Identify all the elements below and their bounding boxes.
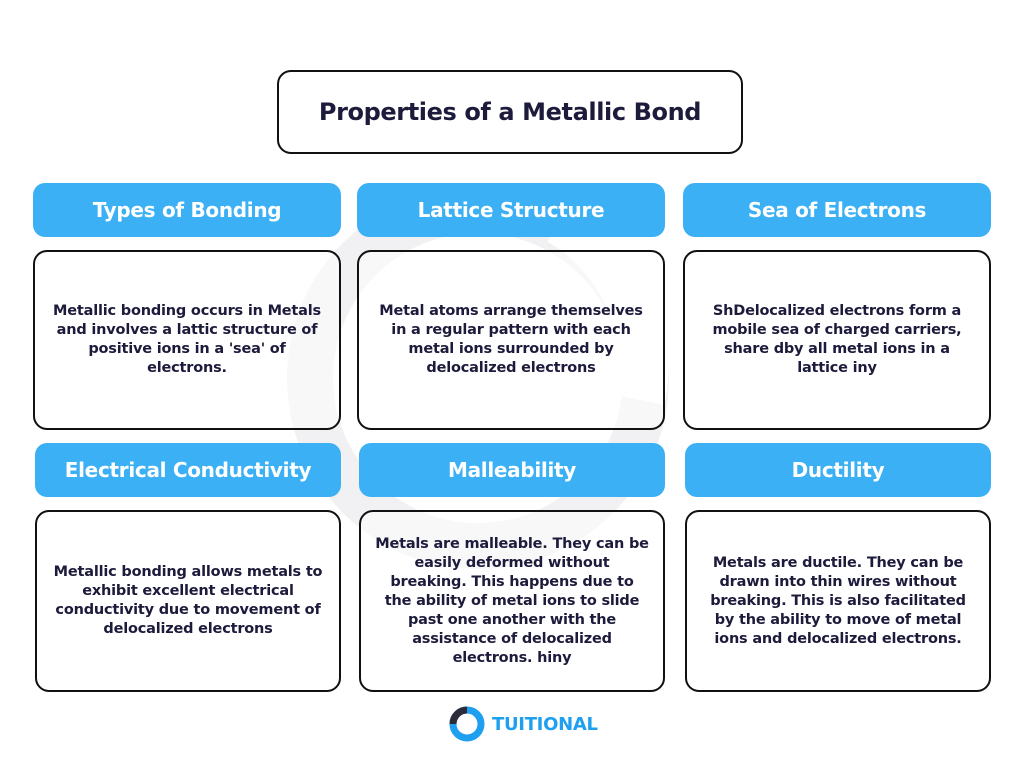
card-lattice-structure: Metal atoms arrange themselves in a regu… xyxy=(357,250,665,430)
header-label: Malleability xyxy=(447,458,577,482)
header-ductility: Ductility xyxy=(685,443,991,497)
card-body: Metals are ductile. They can be drawn in… xyxy=(710,554,966,647)
header-electrical-conductivity: Electrical Conductivity xyxy=(35,443,341,497)
card-ductility: Metals are ductile. They can be drawn in… xyxy=(685,510,991,692)
header-label: Sea of Electrons xyxy=(747,198,927,222)
header-malleability: Malleability xyxy=(359,443,665,497)
card-body: Metal atoms arrange themselves in a regu… xyxy=(379,303,643,376)
card-body: ShDelocalized electrons form a mobile se… xyxy=(712,303,962,376)
title-box: Properties of a Metallic Bond xyxy=(277,70,743,154)
header-sea-of-electrons: Sea of Electrons xyxy=(683,183,991,237)
logo-text: TUITIONAL xyxy=(492,713,598,735)
card-types-of-bonding: Metallic bonding occurs in Metals and in… xyxy=(33,250,341,430)
card-electrical-conductivity: Metallic bonding allows metals to exhibi… xyxy=(35,510,341,692)
page-title: Properties of a Metallic Bond xyxy=(318,98,702,126)
header-types-of-bonding: Types of Bonding xyxy=(33,183,341,237)
tuitional-logo-icon xyxy=(449,706,485,742)
header-label: Ductility xyxy=(791,458,885,482)
header-label: Electrical Conductivity xyxy=(64,458,312,482)
card-body: Metallic bonding allows metals to exhibi… xyxy=(53,564,323,637)
card-sea-of-electrons: ShDelocalized electrons form a mobile se… xyxy=(683,250,991,430)
card-body: Metals are malleable. They can be easily… xyxy=(375,535,649,666)
card-malleability: Metals are malleable. They can be easily… xyxy=(359,510,665,692)
card-body: Metallic bonding occurs in Metals and in… xyxy=(53,303,321,376)
header-label: Lattice Structure xyxy=(417,198,605,222)
brand-logo: TUITIONAL xyxy=(448,704,598,744)
header-lattice-structure: Lattice Structure xyxy=(357,183,665,237)
header-label: Types of Bonding xyxy=(92,198,282,222)
